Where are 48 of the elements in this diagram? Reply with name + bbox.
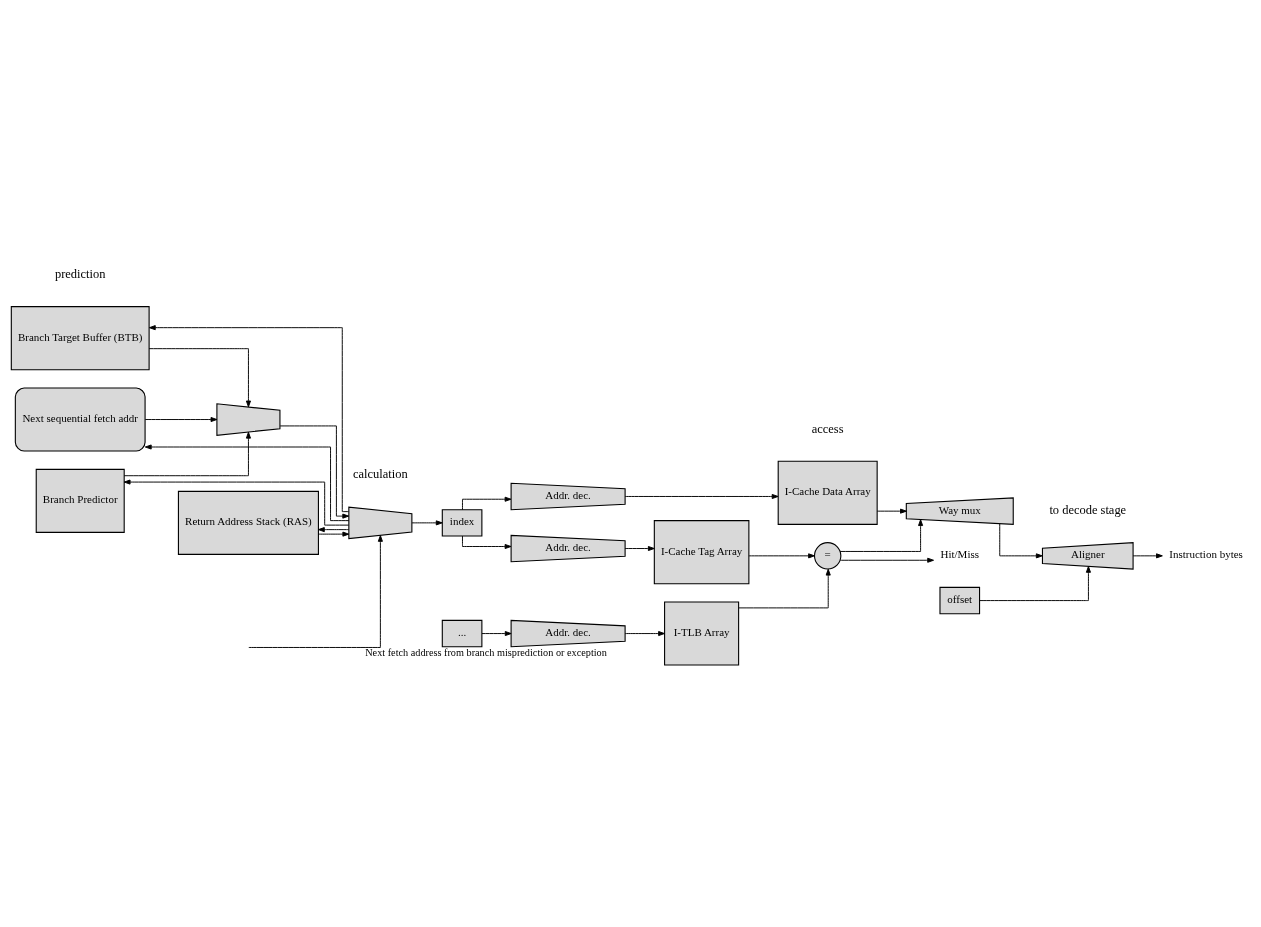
arrow <box>144 444 350 522</box>
node-text: Hit/Miss <box>940 548 980 561</box>
arrow <box>148 348 251 408</box>
node-circle: = <box>813 542 842 570</box>
node-box: Return Address Stack (RAS) <box>177 490 319 555</box>
node-box: I-TLB Array <box>664 601 740 666</box>
arrow <box>839 519 924 552</box>
label: prediction <box>54 267 106 282</box>
node-box: Branch Target Buffer (BTB) <box>10 306 150 371</box>
arrow <box>248 535 383 648</box>
arrow <box>624 546 655 552</box>
edge-label: Next fetch address from branch misprediction or exception <box>365 646 607 658</box>
node-box: I-Cache Data Array <box>777 460 878 525</box>
arrow <box>876 508 907 514</box>
arrow <box>462 496 512 511</box>
node-box: Next sequential fetch addr <box>14 387 146 452</box>
label: to decode stage <box>1049 503 1127 518</box>
node-box: Branch Predictor <box>35 468 125 533</box>
node-box: index <box>441 509 483 537</box>
node-box: Addr. dec. <box>510 534 626 563</box>
arrow <box>279 425 350 519</box>
arrow <box>624 631 665 637</box>
arrow <box>748 553 815 559</box>
arrow <box>624 493 779 499</box>
arrow <box>411 520 443 526</box>
arrow <box>738 568 831 609</box>
node-trapezium <box>216 403 281 436</box>
arrow <box>1132 553 1163 559</box>
node-box: offset <box>939 586 981 615</box>
arrow <box>999 523 1043 559</box>
arrow <box>979 565 1091 602</box>
arrow <box>462 535 512 550</box>
node-box: I-Cache Tag Array <box>653 520 750 585</box>
arrow <box>148 325 350 513</box>
arrow <box>839 557 935 563</box>
arrow <box>481 631 512 637</box>
node-box: Addr. dec. <box>510 619 626 648</box>
node-box: Addr. dec. <box>510 482 626 511</box>
arrow <box>144 417 218 423</box>
node-box: ... <box>441 619 483 648</box>
arrow <box>123 431 251 477</box>
node-box: Aligner <box>1041 542 1134 570</box>
arrow <box>123 479 350 526</box>
label: access <box>811 421 844 436</box>
arrow <box>318 527 350 533</box>
node-text: Instruction bytes <box>1169 548 1243 561</box>
label: calculation <box>353 467 408 482</box>
arrow <box>317 531 350 537</box>
